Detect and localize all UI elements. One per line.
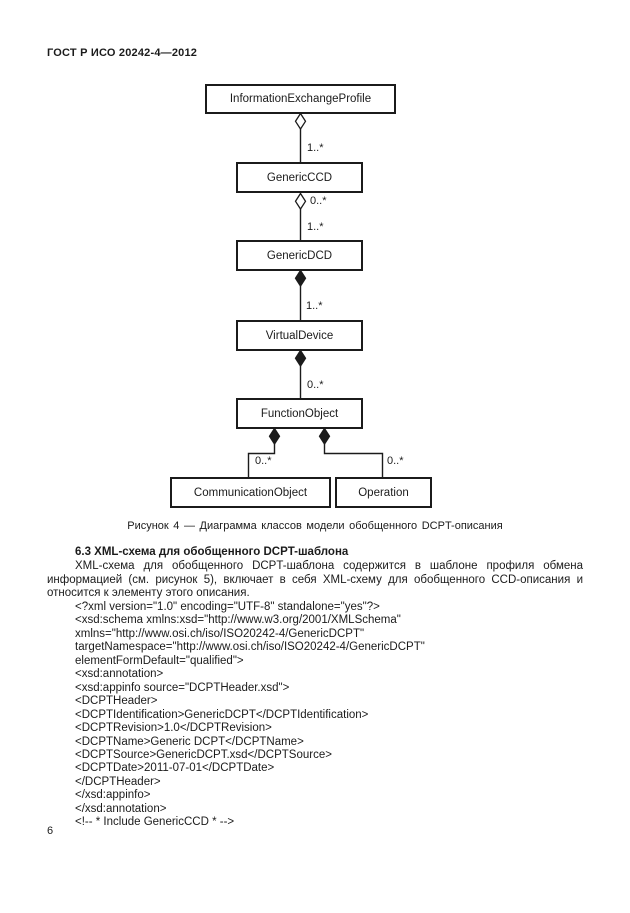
code-line: <xsd:annotation>	[75, 668, 164, 681]
composition-diamond-icon	[268, 427, 281, 446]
figure-caption: Рисунок 4 — Диаграмма классов модели обо…	[127, 520, 503, 532]
class-box-label: Operation	[358, 486, 409, 499]
class-box-label: GenericCCD	[266, 171, 333, 184]
multiplicity-label: 1..*	[307, 221, 324, 233]
class-box-label: VirtualDevice	[265, 329, 334, 342]
code-line: elementFormDefault="qualified">	[75, 654, 244, 667]
multiplicity-label: 0..*	[307, 379, 324, 391]
code-line: <xsd:appinfo source="DCPTHeader.xsd">	[75, 681, 290, 694]
code-line: <DCPTSource>GenericDCPT.xsd</DCPTSource>	[75, 748, 332, 761]
class-box-information-exchange-profile: InformationExchangeProfile	[205, 84, 396, 114]
class-box-operation: Operation	[335, 477, 432, 508]
code-line: </xsd:appinfo>	[75, 789, 151, 802]
multiplicity-label: 1..*	[307, 142, 324, 154]
multiplicity-label: 0..*	[255, 455, 272, 467]
code-line: xmlns="http://www.osi.ch/iso/ISO20242-4/…	[75, 627, 365, 640]
class-diagram-connectors	[247, 112, 384, 477]
class-box-label: FunctionObject	[260, 407, 339, 420]
class-box-label: InformationExchangeProfile	[229, 93, 372, 105]
code-line: </DCPTHeader>	[75, 775, 161, 788]
code-line: <!-- * Include GenericCCD * -->	[75, 816, 235, 829]
page-number: 6	[47, 825, 54, 837]
document-header: ГОСТ Р ИСО 20242-4—2012	[47, 47, 198, 59]
class-box-label: CommunicationObject	[193, 486, 308, 499]
composition-diamond-icon	[294, 269, 307, 288]
multiplicity-label: 1..*	[306, 300, 323, 312]
multiplicity-label: 0..*	[310, 195, 327, 207]
composition-diamond-icon	[294, 349, 307, 368]
edge-fo-op	[323, 444, 384, 477]
code-line: <DCPTHeader>	[75, 695, 158, 708]
code-line: <DCPTName>Generic DCPT</DCPTName>	[75, 735, 304, 748]
xml-code-block: <?xml version="1.0" encoding="UTF-8" sta…	[75, 601, 575, 830]
section-heading: 6.3 XML-схема для обобщенного DCPT-шабло…	[75, 546, 349, 558]
code-line: <DCPTRevision>1.0</DCPTRevision>	[75, 722, 272, 735]
code-line: <DCPTIdentification>GenericDCPT</DCPTIde…	[75, 708, 369, 721]
class-box-label: GenericDCD	[266, 249, 333, 262]
aggregation-diamond-icon	[294, 112, 307, 131]
code-line: <xsd:schema xmlns:xsd="http://www.w3.org…	[75, 614, 401, 627]
code-line: <?xml version="1.0" encoding="UTF-8" sta…	[75, 601, 380, 613]
multiplicity-label: 0..*	[387, 455, 404, 467]
class-box-generic-dcd: GenericDCD	[236, 240, 363, 271]
composition-diamond-icon	[318, 427, 331, 446]
aggregation-diamond-icon	[294, 192, 307, 211]
body-paragraph: XML-схема для обобщенного DCPT-шаблона с…	[47, 560, 583, 600]
class-box-virtual-device: VirtualDevice	[236, 320, 363, 351]
code-line: targetNamespace="http://www.osi.ch/iso/I…	[75, 641, 425, 654]
code-line: <DCPTDate>2011-07-01</DCPTDate>	[75, 762, 275, 775]
code-line: </xsd:annotation>	[75, 802, 167, 815]
class-box-function-object: FunctionObject	[236, 398, 363, 429]
class-box-generic-ccd: GenericCCD	[236, 162, 363, 193]
edge-fo-co	[247, 444, 276, 477]
class-box-communication-object: CommunicationObject	[170, 477, 331, 508]
